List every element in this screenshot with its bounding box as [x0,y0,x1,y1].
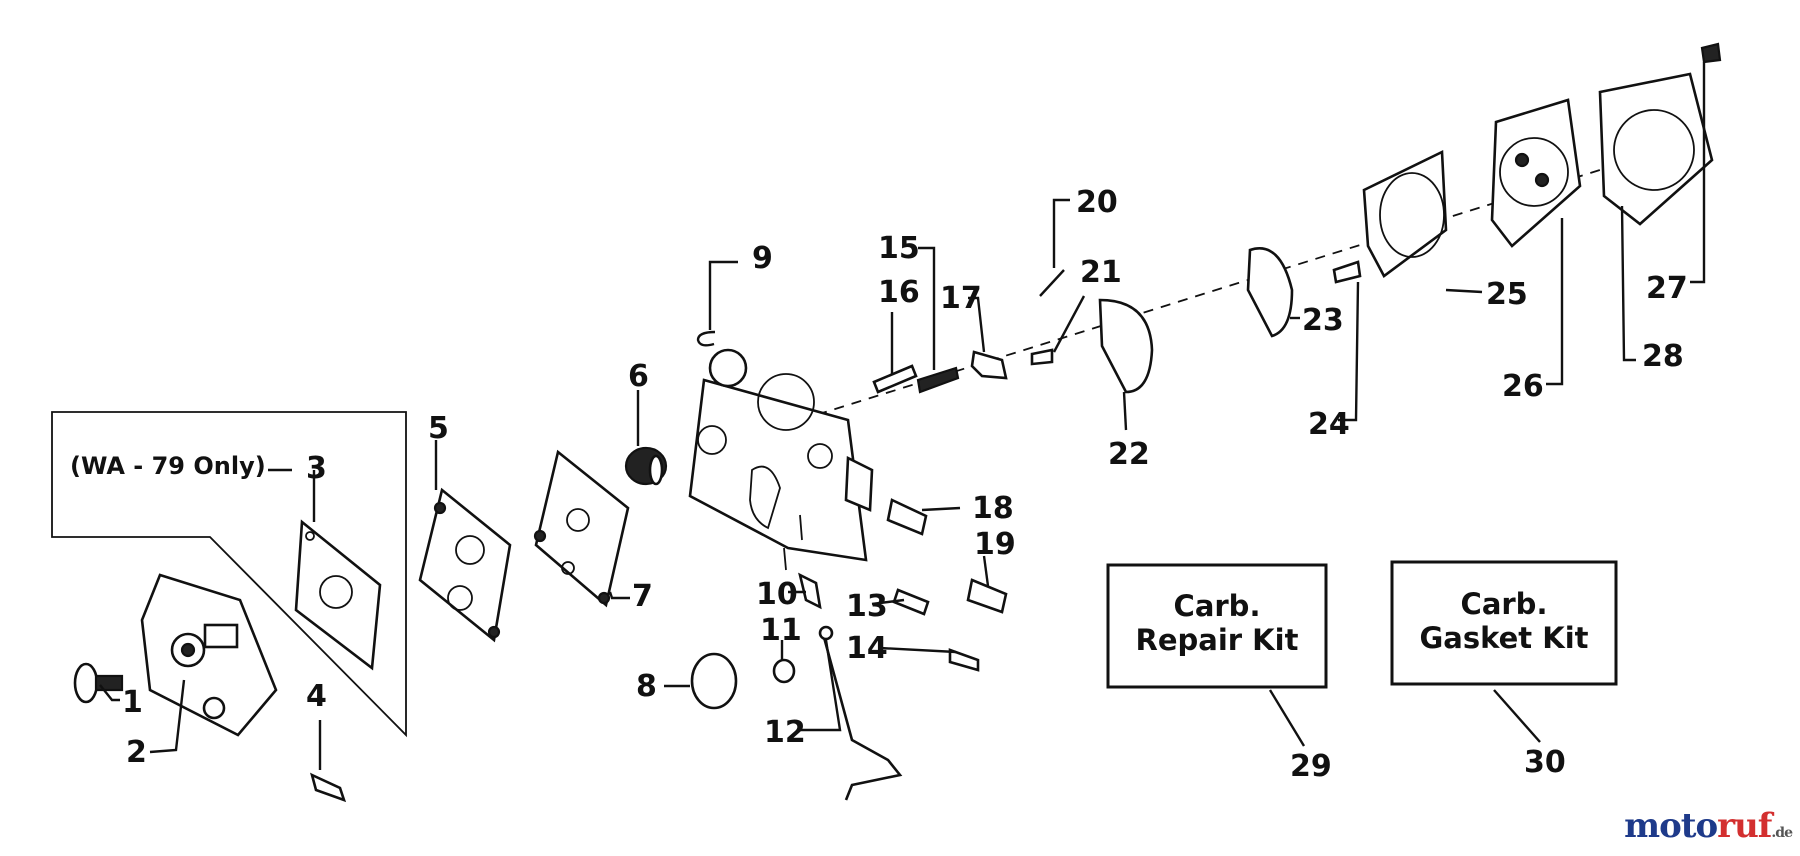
callout-13: 13 [846,589,888,624]
callout-20: 20 [1076,185,1118,220]
watermark-part-b: ruf [1717,806,1772,846]
callout-2: 2 [126,735,147,770]
part-6-spring-cap [624,446,668,486]
callout-16: 16 [878,275,920,310]
part-13-adjust-screw [892,588,930,616]
part-14-adjust-screw [948,648,980,672]
callout-25: 25 [1486,277,1528,312]
kit-gasket-line1: Carb. [1461,587,1548,621]
part-24-screw [1332,260,1362,284]
callout-8: 8 [636,669,657,704]
watermark-part-a: moto [1624,806,1718,846]
part-28-cover [1598,72,1714,226]
carburetor-body [688,348,874,571]
watermark-logo: motoruf.de [1624,806,1793,846]
callout-14: 14 [846,631,888,666]
callout-29: 29 [1290,749,1332,784]
part-2-pump-cover [140,573,278,737]
part-8-disc [690,652,738,710]
part-26-diaphragm [1490,98,1582,248]
callout-27: 27 [1646,271,1688,306]
callout-23: 23 [1302,303,1344,338]
callout-4: 4 [306,679,327,714]
part-18-needle [886,498,928,536]
kit-box-gasket: Carb. Gasket Kit [1390,560,1618,686]
callout-3: 3 [306,451,327,486]
callout-9: 9 [752,241,773,276]
callout-26: 26 [1502,369,1544,404]
part-15-spring [916,366,960,394]
kit-box-repair: Carb. Repair Kit [1106,563,1328,689]
callout-6: 6 [628,359,649,394]
kit-repair-line1: Carb. [1174,589,1261,623]
part-12-lever [818,625,903,801]
callout-30: 30 [1524,745,1566,780]
part-16-pin [872,364,918,394]
part-11-valve [772,658,796,684]
callout-22: 22 [1108,437,1150,472]
part-27-screw [1700,42,1722,64]
part-1-screw [73,662,124,704]
part-5-pump-plate [418,487,512,643]
callout-5: 5 [428,411,449,446]
part-20-pin [1039,269,1065,297]
callout-7: 7 [632,579,653,614]
part-17-throttle-lever [970,350,1008,380]
callout-1: 1 [122,685,143,720]
callout-12: 12 [764,715,806,750]
leader-lines [99,62,1706,770]
callout-11: 11 [760,613,802,648]
callout-numbers: 1 2 3 4 5 6 7 8 9 10 11 12 13 14 15 16 1… [122,185,1688,784]
part-3-gasket [294,519,382,671]
wa79-note-outline [51,411,407,738]
part-4-screw [310,772,347,803]
callout-18: 18 [972,491,1014,526]
callout-21: 21 [1080,255,1122,290]
kit-repair-line2: Repair Kit [1136,623,1299,657]
assembly-axis-line [799,169,1601,421]
watermark-suffix: .de [1771,825,1793,841]
part-23-choke-shaft [1246,247,1294,338]
wa79-note-label: (WA - 79 Only) [70,452,266,480]
part-21-screw [1030,348,1054,366]
callout-10: 10 [756,577,798,612]
callout-24: 24 [1308,407,1350,442]
callout-28: 28 [1642,339,1684,374]
part-9-e-clip [696,330,716,347]
kit-gasket-line2: Gasket Kit [1419,621,1588,655]
callout-15: 15 [878,231,920,266]
part-22-throttle-plate [1098,298,1154,394]
part-19-needle [966,578,1008,614]
part-25-gasket [1362,149,1448,278]
callout-17: 17 [940,281,982,316]
callout-19: 19 [974,527,1016,562]
part-7-diaphragm [533,449,630,608]
